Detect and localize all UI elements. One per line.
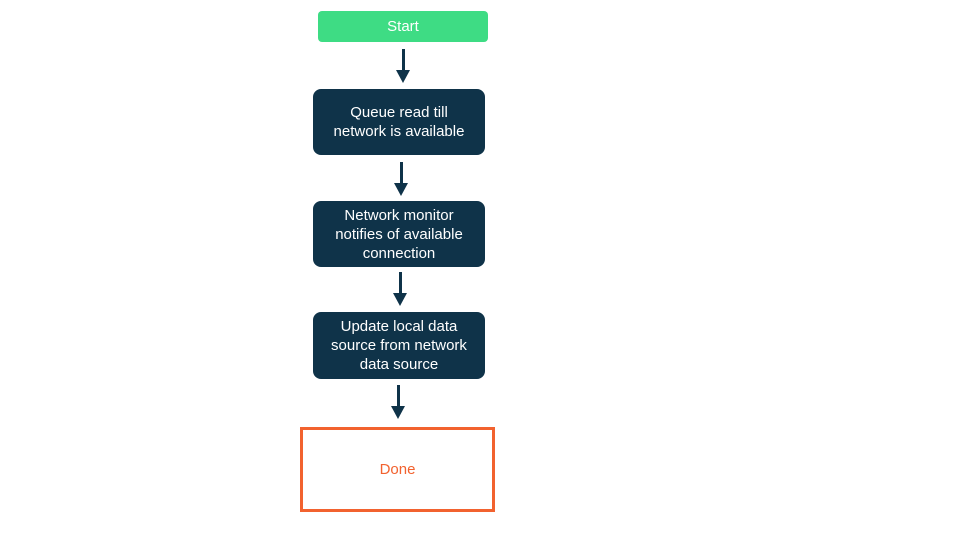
arrow-head — [396, 70, 410, 83]
node-done: Done — [300, 427, 495, 512]
arrow-down-icon — [391, 385, 405, 419]
node-network-monitor: Network monitor notifies of available co… — [313, 201, 485, 267]
arrow-stem — [401, 49, 405, 70]
arrow-head — [394, 183, 408, 196]
arrow-head — [393, 293, 407, 306]
arrow-stem — [399, 162, 403, 183]
arrow-stem — [398, 272, 402, 293]
arrow-stem — [396, 385, 400, 406]
arrow-down-icon — [394, 162, 408, 196]
node-start: Start — [318, 11, 488, 42]
node-update-local-source: Update local data source from network da… — [313, 312, 485, 379]
node-queue-read: Queue read till network is available — [313, 89, 485, 155]
arrow-down-icon — [396, 49, 410, 83]
arrow-down-icon — [393, 272, 407, 306]
arrow-head — [391, 406, 405, 419]
